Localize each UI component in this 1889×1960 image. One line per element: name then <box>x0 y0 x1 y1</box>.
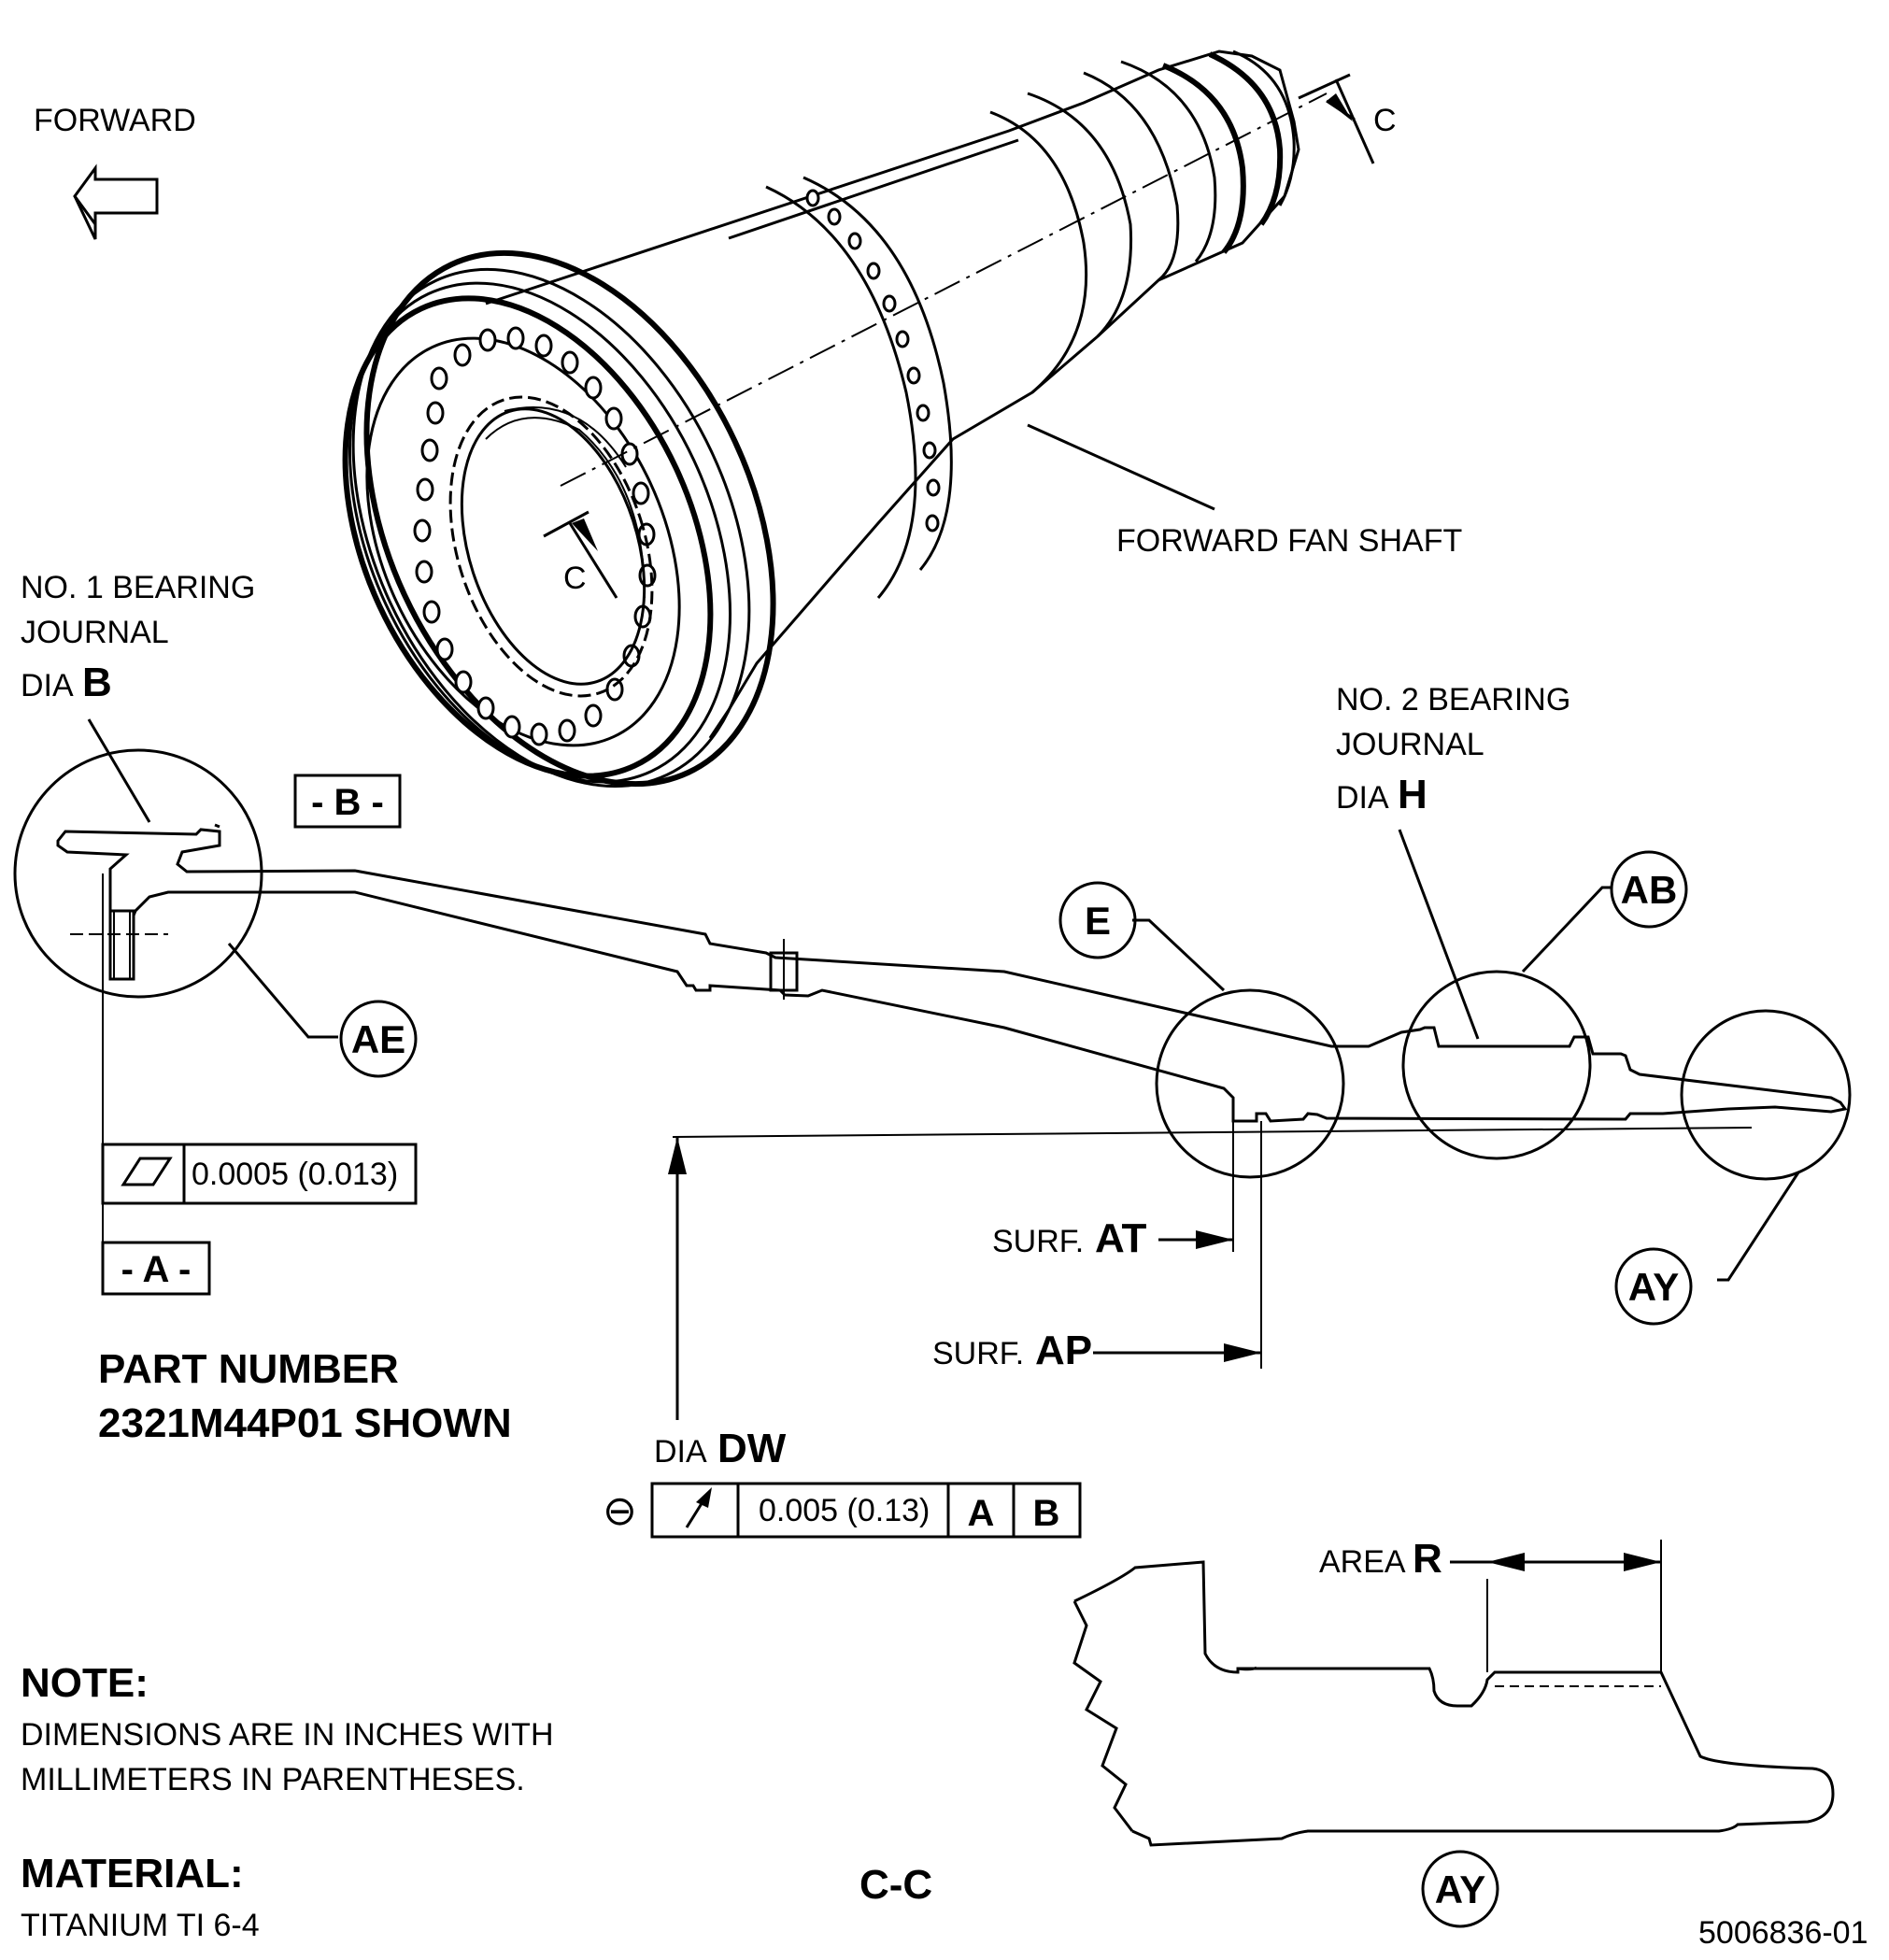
svg-text:AY: AY <box>1435 1868 1486 1911</box>
svg-text:E: E <box>1085 899 1111 943</box>
middle-hole-ring <box>805 189 941 533</box>
svg-text:NO. 2 BEARING: NO. 2 BEARING <box>1336 682 1570 717</box>
material-block: MATERIAL: TITANIUM TI 6-4 <box>21 1851 260 1943</box>
svg-text:DIMENSIONS ARE IN INCHES WITH: DIMENSIONS ARE IN INCHES WITH <box>21 1717 554 1753</box>
svg-text:NOTE:: NOTE: <box>21 1660 149 1706</box>
note-block: NOTE: DIMENSIONS ARE IN INCHES WITH MILL… <box>21 1660 554 1797</box>
forward-label: FORWARD <box>34 103 196 138</box>
area-letter: R <box>1413 1536 1442 1582</box>
svg-text:AE: AE <box>351 1017 405 1061</box>
svg-text:2321M44P01 SHOWN: 2321M44P01 SHOWN <box>98 1400 512 1446</box>
svg-text:MILLIMETERS IN PARENTHESES.: MILLIMETERS IN PARENTHESES. <box>21 1762 525 1797</box>
bubble-ab: AB <box>1610 850 1688 929</box>
svg-text:- A -: - A - <box>121 1249 192 1290</box>
shaft-cross-section <box>56 823 1848 1369</box>
dia-dw-callout: DIA DW <box>654 1137 787 1471</box>
runout-control-frame: ⊖ 0.005 (0.13) A B <box>603 1482 1082 1539</box>
forward-direction-indicator: FORWARD <box>34 103 196 240</box>
detail-circles <box>13 748 1852 1282</box>
datum-b-frame: - B - <box>293 774 402 829</box>
svg-text:JOURNAL: JOURNAL <box>21 615 169 650</box>
section-view-title: C-C <box>859 1862 932 1908</box>
flatness-parallelogram-icon <box>121 1157 173 1186</box>
section-c-c-detail: AREA R <box>1072 1536 1835 1847</box>
part-number-block: PART NUMBER 2321M44P01 SHOWN <box>98 1346 512 1446</box>
figure-id: 5006836-01 <box>1698 1915 1868 1951</box>
svg-text:DIA: DIA <box>1336 780 1389 816</box>
section-c-bottom-letter: C <box>563 561 587 596</box>
runout-arrow-icon <box>685 1487 712 1528</box>
svg-text:DIA: DIA <box>654 1434 707 1470</box>
datum-a-frame: - A - <box>101 1241 211 1296</box>
svg-text:AY: AY <box>1628 1265 1680 1309</box>
svg-text:AP: AP <box>1035 1328 1092 1373</box>
flatness-control-frame: 0.0005 (0.013) <box>101 1143 418 1205</box>
svg-text:DIA: DIA <box>21 668 74 703</box>
forward-fan-shaft-label: FORWARD FAN SHAFT <box>1116 523 1462 559</box>
bubble-ae: AE <box>339 1000 418 1078</box>
svg-text:NO. 1 BEARING: NO. 1 BEARING <box>21 570 255 605</box>
detail-circle-ae <box>13 748 263 999</box>
svg-text:A: A <box>968 1493 995 1534</box>
svg-text:B: B <box>82 660 112 705</box>
section-c-top-letter: C <box>1373 103 1397 138</box>
svg-text:SURF.: SURF. <box>932 1336 1024 1371</box>
surface-ap-callout: SURF. AP <box>932 1328 1261 1373</box>
svg-text:MATERIAL:: MATERIAL: <box>21 1851 244 1896</box>
fan-shaft-3d-view: C C FORWARD FAN SHAFT <box>342 50 1462 788</box>
svg-text:AB: AB <box>1621 868 1678 912</box>
svg-text:JOURNAL: JOURNAL <box>1336 727 1484 762</box>
surface-at-callout: SURF. AT <box>992 1215 1233 1261</box>
bearing-1-label: NO. 1 BEARING JOURNAL DIA B <box>21 570 255 823</box>
svg-text:PART NUMBER: PART NUMBER <box>98 1346 399 1392</box>
bubble-ay-section: AY <box>1421 1850 1499 1928</box>
bubble-ay: AY <box>1614 1247 1693 1326</box>
svg-text:TITANIUM TI 6-4: TITANIUM TI 6-4 <box>21 1908 260 1943</box>
svg-text:- B -: - B - <box>311 782 384 823</box>
bubble-e: E <box>1058 881 1137 959</box>
svg-text:H: H <box>1398 772 1427 817</box>
svg-text:AT: AT <box>1095 1215 1147 1261</box>
svg-text:B: B <box>1033 1493 1060 1534</box>
detail-circle-e <box>1155 988 1345 1179</box>
detail-circle-ab <box>1401 970 1592 1160</box>
bearing-2-label: NO. 2 BEARING JOURNAL DIA H <box>1336 682 1570 1040</box>
area-prefix: AREA <box>1319 1544 1406 1580</box>
svg-text:SURF.: SURF. <box>992 1224 1084 1259</box>
svg-text:0.0005 (0.013): 0.0005 (0.013) <box>192 1157 398 1192</box>
svg-text:DW: DW <box>717 1426 787 1471</box>
forward-arrow-icon <box>73 163 159 229</box>
diameter-symbol: ⊖ <box>603 1488 637 1534</box>
detail-circle-ay <box>1680 1009 1852 1181</box>
svg-text:0.005 (0.13): 0.005 (0.13) <box>759 1493 930 1528</box>
